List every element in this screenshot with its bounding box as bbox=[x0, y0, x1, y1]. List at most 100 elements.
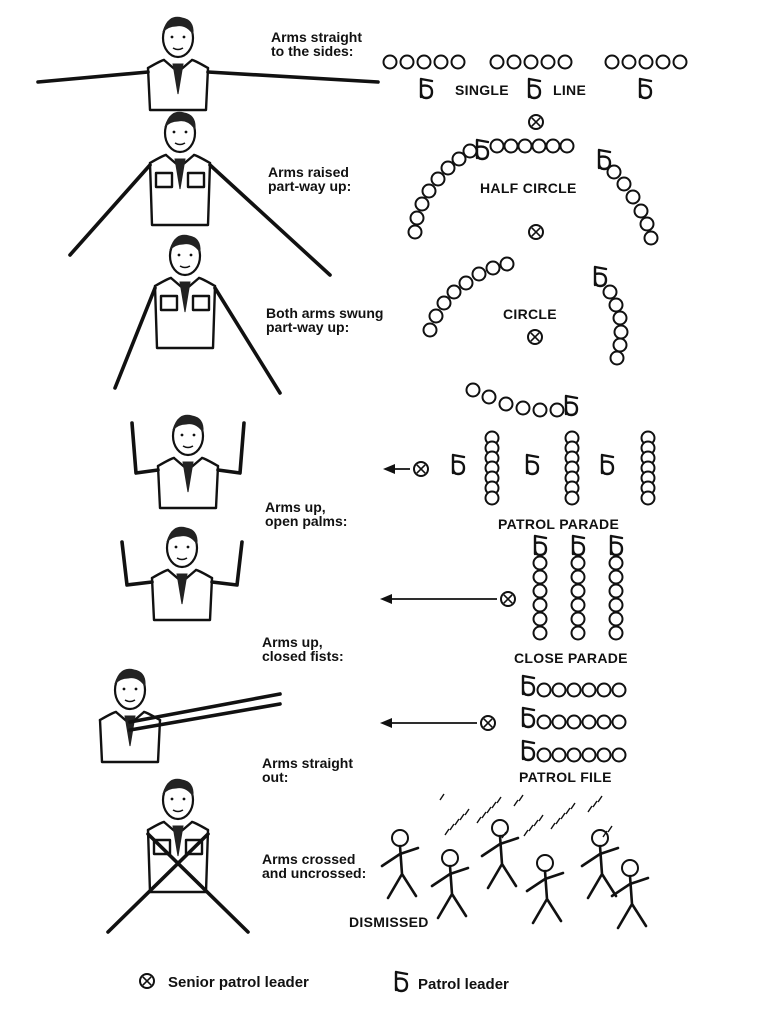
ring-icon bbox=[570, 583, 586, 599]
ring-icon bbox=[489, 138, 505, 154]
ring-icon bbox=[458, 275, 474, 291]
ring-icon bbox=[616, 176, 632, 192]
dust-mark bbox=[528, 824, 534, 832]
ring-icon bbox=[570, 555, 586, 571]
dust-mark bbox=[464, 808, 470, 816]
ring-icon bbox=[471, 266, 487, 282]
ring-icon bbox=[540, 54, 556, 70]
ring-icon bbox=[570, 569, 586, 585]
ring-icon bbox=[515, 400, 531, 416]
ring-icon bbox=[536, 714, 552, 730]
signal-label-circle: Both arms swung part-way up: bbox=[266, 305, 384, 335]
flag-six-icon bbox=[527, 77, 542, 100]
ring-icon bbox=[581, 682, 597, 698]
formation-caption-circle: CIRCLE bbox=[503, 306, 557, 322]
dust-mark bbox=[592, 800, 598, 808]
ring-icon bbox=[655, 54, 671, 70]
ring-icon bbox=[570, 625, 586, 641]
ring-icon bbox=[608, 569, 624, 585]
flag-six-icon bbox=[525, 453, 540, 476]
flag-six-icon bbox=[394, 970, 409, 993]
scout-figure-arms-straight-to-sides bbox=[36, 16, 380, 112]
circled-x-icon bbox=[528, 114, 544, 130]
dismissed-scouts-scene bbox=[380, 793, 650, 930]
ring-icon bbox=[608, 597, 624, 613]
dust-mark bbox=[439, 793, 445, 801]
ring-icon bbox=[612, 337, 628, 353]
ring-icon bbox=[451, 151, 467, 167]
ring-icon bbox=[611, 714, 627, 730]
ring-icon bbox=[581, 714, 597, 730]
ring-icon bbox=[559, 138, 575, 154]
ring-icon bbox=[596, 682, 612, 698]
flag-six-icon bbox=[451, 453, 466, 476]
ring-icon bbox=[409, 210, 425, 226]
flag-six-icon bbox=[419, 77, 434, 100]
running-scout bbox=[380, 829, 420, 900]
circled-x-icon bbox=[528, 224, 544, 240]
dust-mark bbox=[454, 818, 460, 826]
dust-mark bbox=[538, 814, 544, 822]
scout-figure-arms-crossed bbox=[106, 778, 250, 934]
ring-icon bbox=[643, 230, 659, 246]
ring-icon bbox=[640, 490, 656, 506]
flag-six-icon bbox=[475, 138, 490, 161]
ring-icon bbox=[506, 54, 522, 70]
dust-mark bbox=[444, 828, 450, 836]
ring-icon bbox=[536, 682, 552, 698]
ring-icon bbox=[611, 747, 627, 763]
ring-icon bbox=[382, 54, 398, 70]
ring-icon bbox=[523, 54, 539, 70]
dust-mark bbox=[449, 823, 455, 831]
ring-icon bbox=[633, 203, 649, 219]
ring-icon bbox=[399, 54, 415, 70]
ring-icon bbox=[436, 295, 452, 311]
ring-icon bbox=[489, 54, 505, 70]
formation-caption-patrol-parade: PATROL PARADE bbox=[498, 516, 620, 532]
formation-caption-patrol-file: PATROL FILE bbox=[519, 769, 612, 785]
flag-six-icon bbox=[533, 534, 548, 557]
flag-six-icon bbox=[600, 453, 615, 476]
scout-figure-arms-up-closed-fists bbox=[120, 526, 244, 622]
ring-icon bbox=[581, 747, 597, 763]
scout-figure-arms-straight-out bbox=[98, 668, 282, 764]
ring-icon bbox=[440, 160, 456, 176]
running-scout bbox=[610, 859, 650, 930]
ring-icon bbox=[557, 54, 573, 70]
ring-icon bbox=[566, 714, 582, 730]
circled-x-icon bbox=[527, 329, 543, 345]
dust-mark bbox=[597, 795, 603, 803]
circled-x-icon bbox=[139, 973, 155, 989]
ring-icon bbox=[602, 284, 618, 300]
ring-icon bbox=[532, 625, 548, 641]
ring-icon bbox=[499, 256, 515, 272]
ring-icon bbox=[549, 402, 565, 418]
dust-mark bbox=[518, 794, 524, 802]
ring-icon bbox=[672, 54, 688, 70]
ring-icon bbox=[532, 583, 548, 599]
ring-icon bbox=[566, 747, 582, 763]
ring-icon bbox=[608, 583, 624, 599]
ring-icon bbox=[596, 747, 612, 763]
ring-icon bbox=[608, 297, 624, 313]
ring-icon bbox=[551, 747, 567, 763]
ring-icon bbox=[446, 284, 462, 300]
dust-mark bbox=[476, 816, 482, 824]
signal-label-dismissed: Arms crossed and uncrossed: bbox=[262, 851, 367, 881]
legend-patrol-leader: Patrol leader bbox=[418, 976, 509, 993]
circled-x-icon bbox=[480, 715, 496, 731]
dust-mark bbox=[533, 819, 539, 827]
ring-icon bbox=[531, 138, 547, 154]
formation-caption-line: LINE bbox=[553, 82, 587, 98]
ring-icon bbox=[498, 396, 514, 412]
flag-six-icon bbox=[521, 706, 536, 729]
dust-mark bbox=[486, 806, 492, 814]
ring-icon bbox=[536, 747, 552, 763]
scout-figure-arms-raised-part-way bbox=[68, 111, 332, 277]
ring-icon bbox=[609, 350, 625, 366]
arrow-left-icon bbox=[380, 594, 497, 604]
ring-icon bbox=[613, 324, 629, 340]
ring-icon bbox=[612, 310, 628, 326]
formation-caption-single: SINGLE bbox=[455, 82, 509, 98]
